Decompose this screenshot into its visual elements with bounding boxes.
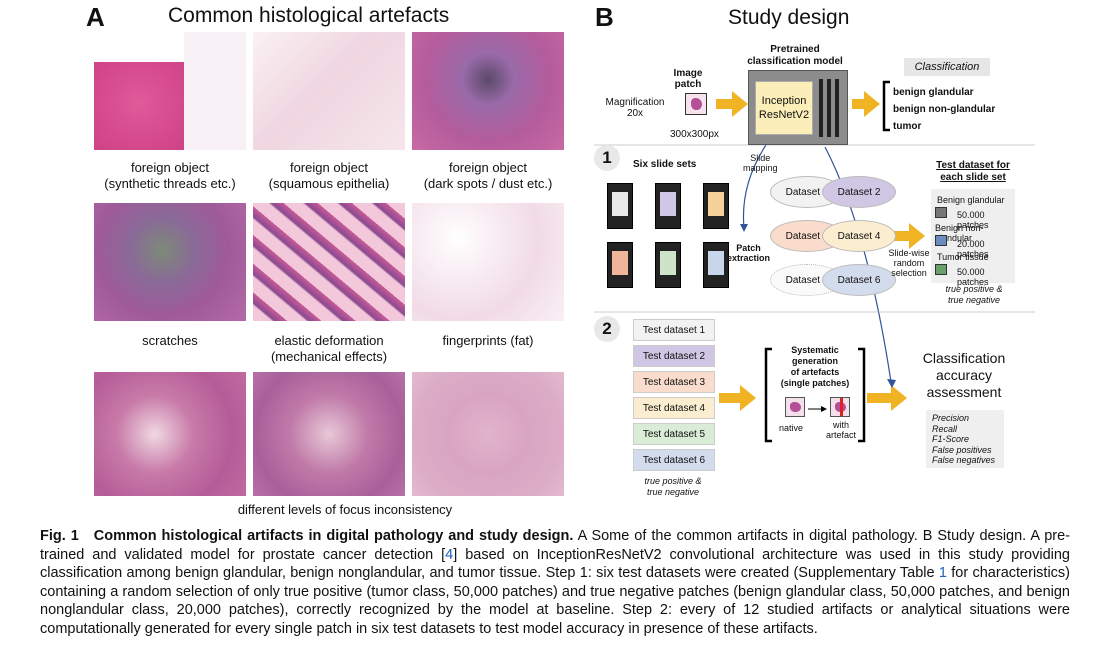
- figure-body-2: ] based on InceptionResNetV2 convolution…: [40, 546, 1070, 582]
- test-class-1-icon: [935, 207, 947, 218]
- dataset-6: Dataset 6: [822, 264, 896, 296]
- metrics-box: Precision Recall F1-Score False positive…: [926, 410, 1004, 468]
- panel-b-letter: B: [595, 2, 614, 32]
- test-dataset-3: Test dataset 3: [633, 371, 715, 393]
- slide-stack-6: [703, 242, 729, 288]
- histology-image-elastic: [253, 203, 405, 321]
- caption-dust: foreign object(dark spots / dust etc.): [423, 160, 553, 191]
- figure-caption: Fig. 1 Common histological artifacts in …: [40, 527, 1070, 639]
- caption-threads: foreign object(synthetic threads etc.): [104, 160, 236, 191]
- test-dataset-6: Test dataset 6: [633, 449, 715, 471]
- histology-image-focus-1: [94, 372, 246, 496]
- tp-tn-label-1: true positive &true negative: [945, 284, 1003, 305]
- native-patch-thumbnail: [785, 397, 805, 417]
- classification-header: Classification: [904, 58, 990, 76]
- caption-focus: different levels of focus inconsistency: [237, 502, 453, 517]
- metric-false-negatives: False negatives: [932, 455, 996, 465]
- figure-body-1: A Some of the common artifacts in digita…: [40, 528, 1071, 563]
- test-class-2-name: Benign non-glandular: [935, 223, 984, 243]
- histology-image-threads: [94, 32, 246, 150]
- test-dataset-4: Test dataset 4: [633, 397, 715, 419]
- histology-image-dust: [412, 32, 564, 150]
- test-dataset-1: Test dataset 1: [633, 319, 715, 341]
- slide-stack-3: [703, 183, 729, 229]
- test-dataset-classes-box: Benign glandular 50.000 patches Benign n…: [931, 189, 1015, 287]
- metric-false-positives: False positives: [932, 444, 992, 455]
- test-class-3-name: Tumor tissue: [937, 252, 989, 262]
- step-2-badge: 2: [594, 316, 620, 342]
- test-class-1-count: 50.000 patches: [957, 210, 989, 230]
- figure-label: Fig. 1: [40, 528, 79, 544]
- dataset-2: Dataset 2: [822, 176, 896, 208]
- test-class-3-count: 50.000 patches: [957, 267, 989, 287]
- six-slide-sets-label: Six slide sets: [633, 159, 697, 170]
- histology-image-scratches: [94, 203, 246, 321]
- caption-squamous: foreign object(squamous epithelia): [268, 160, 390, 191]
- class-tumor: tumor: [893, 121, 922, 132]
- step-1-badge: 1: [594, 145, 620, 171]
- figure-body-3: for characteristics) containing a random…: [40, 565, 1070, 637]
- class-benign-nonglandular: benign non-glandular: [893, 104, 996, 115]
- test-class-2-count: 20.000 patches: [957, 239, 989, 259]
- class-benign-glandular: benign glandular: [893, 87, 974, 98]
- slide-stack-4: [607, 242, 633, 288]
- slide-stack-1: [607, 183, 633, 229]
- histology-image-fat: [412, 203, 564, 321]
- metric-recall: Recall: [932, 423, 958, 434]
- test-class-1-name: Benign glandular: [937, 195, 1005, 205]
- metric-f1: F1-Score: [932, 434, 970, 444]
- slide-stack-5: [655, 242, 681, 288]
- artefact-patch-thumbnail: [830, 397, 850, 417]
- figure-ref-4[interactable]: 4: [445, 546, 454, 563]
- caption-elastic: elastic deformation(mechanical effects): [270, 333, 388, 364]
- panel-a-title: Common histological artefacts: [168, 4, 450, 27]
- metric-precision: Precision: [932, 413, 970, 423]
- patch-size-label: 300x300px: [670, 129, 719, 140]
- test-dataset-2: Test dataset 2: [633, 345, 715, 367]
- tp-tn-label-2: true positive &true negative: [644, 476, 702, 497]
- test-class-3-icon: [935, 264, 947, 275]
- classification-list: benign glandular benign non-glandular tu…: [893, 84, 995, 135]
- histology-image-focus-3: [412, 372, 564, 496]
- histology-image-focus-2: [253, 372, 405, 496]
- panel-a-letter: A: [86, 2, 105, 32]
- native-label: native: [779, 423, 804, 433]
- dataset-4: Dataset 4: [822, 220, 896, 252]
- slide-stack-2: [655, 183, 681, 229]
- test-dataset-5: Test dataset 5: [633, 423, 715, 445]
- histology-image-squamous: [253, 32, 405, 150]
- caption-fingerprints: fingerprints (fat): [442, 333, 534, 348]
- panel-b-title: Study design: [728, 6, 850, 29]
- test-class-2-icon: [935, 235, 947, 246]
- caption-scratches: scratches: [142, 333, 198, 348]
- image-patch-thumbnail: [685, 93, 707, 115]
- figure-title: Common histological artifacts in digital…: [93, 528, 574, 544]
- figure-ref-table[interactable]: 1: [938, 565, 947, 582]
